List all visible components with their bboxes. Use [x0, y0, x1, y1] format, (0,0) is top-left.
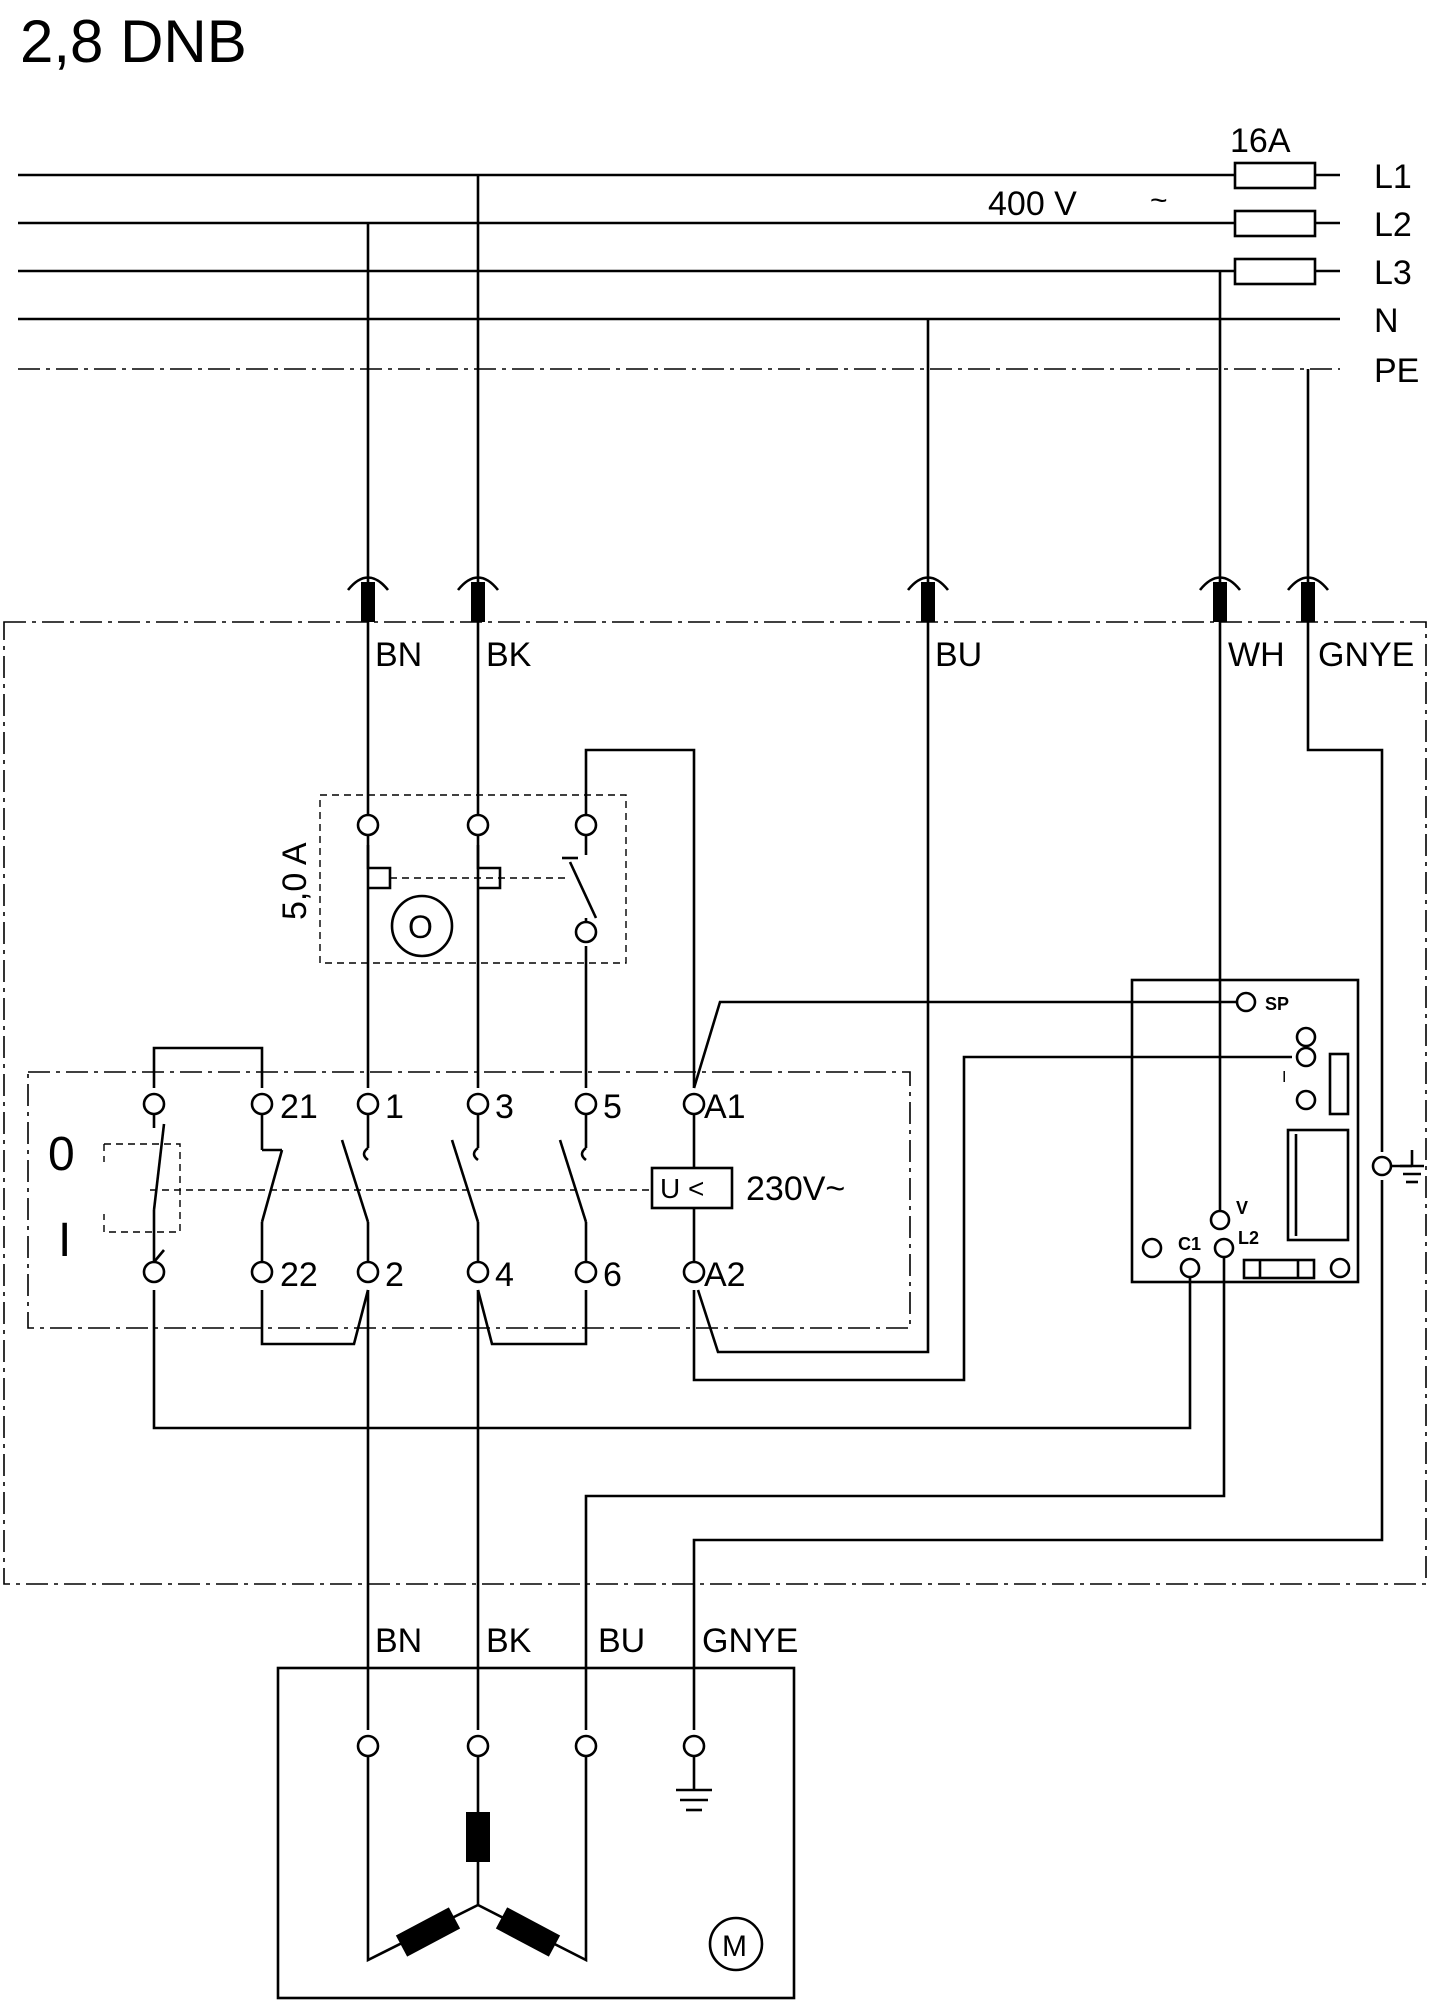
winding-1: [466, 1812, 490, 1862]
plug-gnye: [1286, 576, 1330, 622]
terminal-4: 4: [495, 1256, 514, 1294]
supply-drops: [366, 175, 1310, 600]
winding-3: [495, 1907, 561, 1957]
terminal-21: 21: [280, 1088, 318, 1126]
motor-cable-bk: BK: [486, 1622, 532, 1660]
ac-symbol: ~: [1150, 184, 1168, 217]
terminal-a1: A1: [704, 1088, 746, 1126]
fuse-l1: [1233, 161, 1317, 190]
supply-voltage: 400 V: [988, 185, 1077, 223]
label-n: N: [1374, 302, 1399, 340]
fuse-l3: [1233, 257, 1317, 286]
internal-wiring: [152, 622, 1384, 1730]
terminal-1: 1: [385, 1088, 404, 1126]
fuse-l2: [1233, 209, 1317, 238]
board-label-l2: L2: [1238, 1228, 1259, 1248]
board-label-sp: SP: [1265, 994, 1289, 1014]
contactor: 21 1 3 5 A1 22 2 4 6 A2 U < 230V~: [27, 1071, 911, 1329]
plug-bu: [906, 576, 950, 622]
board-label-c1: C1: [1178, 1234, 1201, 1254]
motor-box: [276, 1666, 796, 2000]
motor-symbol-circle: [708, 1916, 764, 1972]
label-l3: L3: [1374, 254, 1412, 292]
supply-lines: 16A 400 V ~ L1 L2 L3 N PE: [18, 122, 1419, 390]
plug-wh: [1198, 576, 1242, 622]
terminal-6: 6: [603, 1256, 622, 1294]
terminal-2: 2: [385, 1256, 404, 1294]
board-outline: [1130, 978, 1360, 1284]
cable-label-bn: BN: [375, 636, 422, 674]
plug-bn: [346, 576, 390, 622]
cable-label-wh: WH: [1228, 636, 1285, 674]
motor: M: [276, 1666, 796, 2000]
overload-boundary: [319, 794, 627, 964]
cable-label-bu: BU: [935, 636, 982, 674]
label-l2: L2: [1374, 206, 1412, 244]
cable-label-gnye: GNYE: [1318, 636, 1414, 674]
board-label-i: I: [1282, 1069, 1286, 1086]
cable-label-bk: BK: [486, 636, 532, 674]
switch-pos-i: I: [58, 1214, 71, 1267]
motor-cable-bn: BN: [375, 1622, 422, 1660]
terminal-3: 3: [495, 1088, 514, 1126]
switch-pos-0: 0: [48, 1128, 75, 1181]
diagram-title: 2,8 DNB: [20, 8, 247, 75]
control-board: SP I V C1 L2: [1130, 978, 1424, 1284]
plug-bk: [456, 576, 500, 622]
label-l1: L1: [1374, 158, 1412, 196]
overload-relay: O 5,0 A: [276, 794, 627, 964]
motor-cable-gnye: GNYE: [702, 1622, 798, 1660]
winding-2: [395, 1907, 461, 1957]
terminal-5: 5: [603, 1088, 622, 1126]
fuse-rating: 16A: [1230, 122, 1291, 160]
label-pe: PE: [1374, 352, 1419, 390]
overload-rating: 5,0 A: [276, 842, 314, 920]
motor-cable-bu: BU: [598, 1622, 645, 1660]
reset-button: [390, 894, 454, 958]
undervoltage-coil: [650, 1166, 734, 1210]
terminal-a2: A2: [704, 1256, 746, 1294]
enclosure-boundary: [3, 621, 1427, 1585]
contactor-boundary: [27, 1071, 911, 1329]
reset-symbol: O: [408, 909, 433, 945]
motor-symbol: M: [722, 1930, 747, 1963]
plug-connectors: [346, 576, 1330, 622]
terminal-22: 22: [280, 1256, 318, 1294]
board-label-v: V: [1236, 1198, 1248, 1218]
coil-voltage: 230V~: [746, 1170, 845, 1208]
undervoltage-label: U <: [660, 1173, 704, 1204]
